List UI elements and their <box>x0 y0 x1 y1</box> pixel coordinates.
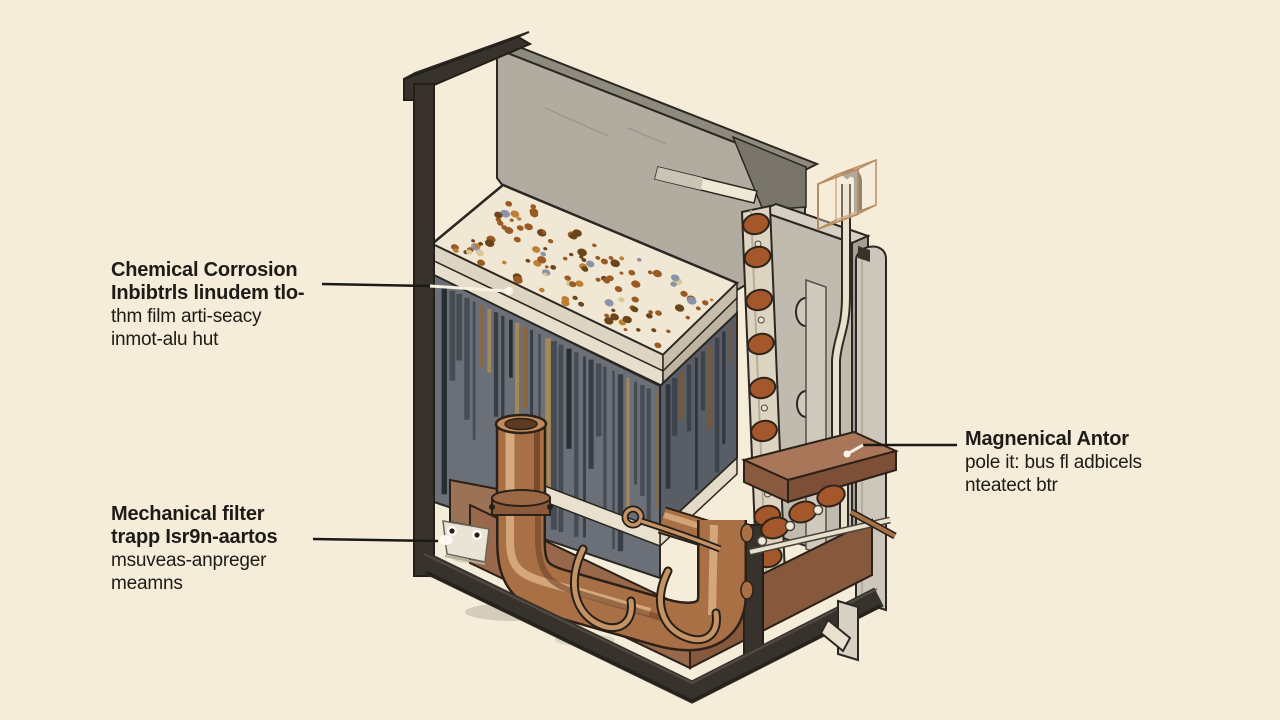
wireframe-box <box>817 158 877 231</box>
anode-disc <box>742 212 770 236</box>
manifold-disc <box>816 484 846 508</box>
label-mechanical-filter: Mechanical filter trapp Isr9n-aartos msu… <box>111 503 278 595</box>
inhibitor-granules <box>450 200 714 349</box>
pipe-clamp <box>489 489 553 516</box>
back-panel <box>494 41 820 292</box>
label-magnetic-unit: Magnenical Antor pole it: bus fl adbicel… <box>965 428 1142 497</box>
inhibitor-film-streaks <box>441 286 659 552</box>
thin-copper-tube <box>621 505 722 553</box>
manifold-shelf <box>740 430 899 556</box>
label-mechanical-line1: Mechanical filter <box>111 503 265 525</box>
label-magnetic-line2: pole it: bus fl adbicels <box>965 452 1142 473</box>
label-mechanical-line4: meamns <box>111 573 183 594</box>
label-mechanical-line2: trapp Isr9n-aartos <box>111 526 278 548</box>
leader-chemical <box>321 282 431 288</box>
leader-mechanical <box>312 537 439 543</box>
pipe-straps <box>569 544 721 644</box>
label-chemical-corrosion: Chemical Corrosion Inbibtrls linudem tlo… <box>111 259 305 351</box>
label-mechanical-line3: msuveas-anpreger <box>111 550 267 571</box>
magnetic-panel-tab <box>819 599 859 662</box>
label-chemical-line1: Chemical Corrosion <box>111 259 298 281</box>
label-chemical-line4: inmot-alu hut <box>111 329 219 350</box>
label-chemical-line2: Inbibtrls linudem tlo- <box>111 282 305 304</box>
inhibitor-film-streaks <box>665 325 732 490</box>
leader-lines <box>312 282 957 545</box>
anode-disc <box>746 332 775 356</box>
anode-disc <box>743 245 772 269</box>
anode-disc <box>745 288 774 312</box>
label-chemical-line3: thm film arti-seacy <box>111 306 262 327</box>
frame-left-bar <box>413 83 435 577</box>
anode-disc <box>748 376 777 400</box>
filter-trap-bracket <box>442 520 490 565</box>
frame-bottom <box>419 552 884 704</box>
label-magnetic-line3: nteatect btr <box>965 475 1058 496</box>
label-magnetic-line1: Magnenical Antor <box>965 428 1129 450</box>
anode-disc <box>750 419 778 443</box>
copper-pipe-assembly <box>489 413 754 652</box>
